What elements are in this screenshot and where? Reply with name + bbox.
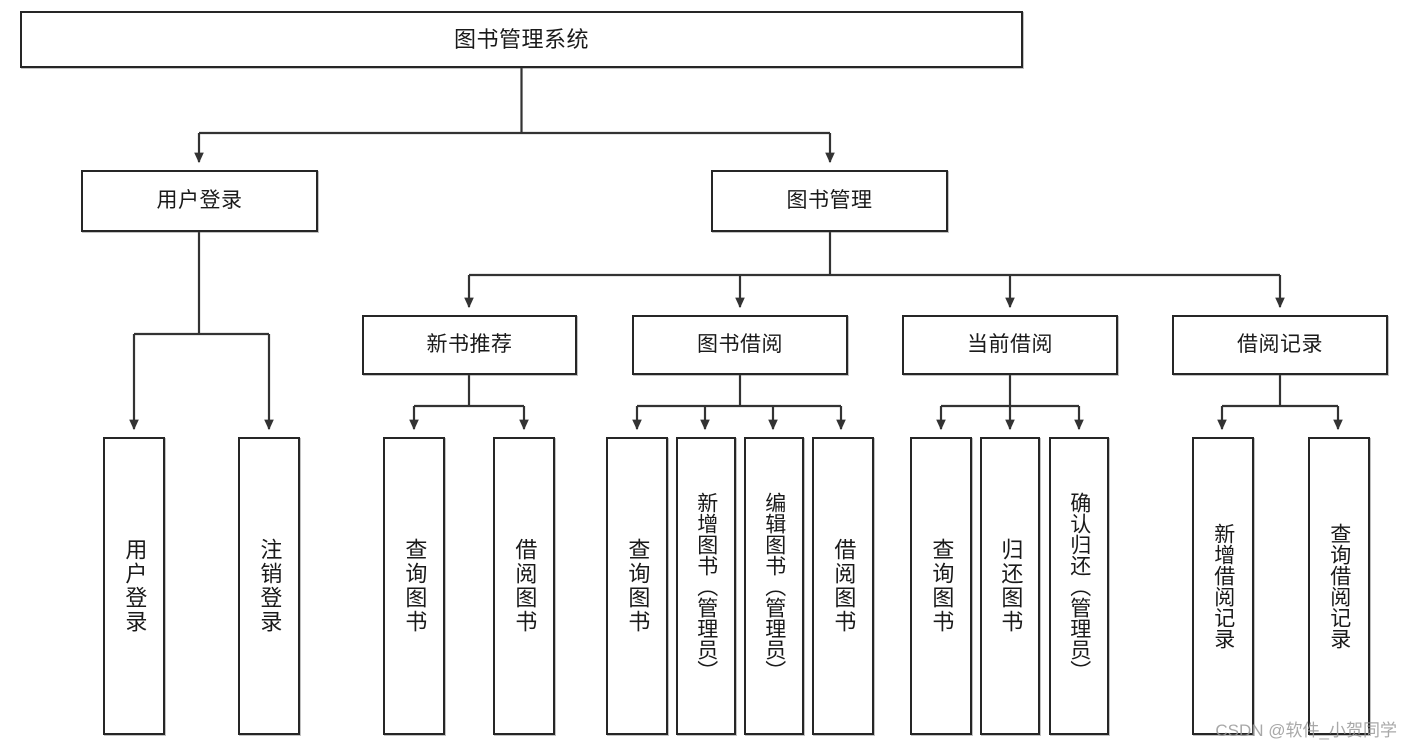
- leaf-add-book-admin[interactable]: 新增图书（管理员）: [676, 437, 736, 735]
- node-label: 图书管理系统: [453, 26, 589, 52]
- node-label: 查询图书: [625, 538, 651, 634]
- node-label: 编辑图书（管理员）: [762, 491, 786, 681]
- leaf-add-borrow-record[interactable]: 新增借阅记录: [1192, 437, 1254, 735]
- leaf-query-book-new[interactable]: 查询图书: [383, 437, 445, 735]
- node-current-borrow[interactable]: 当前借阅: [902, 315, 1118, 375]
- leaf-edit-book-admin[interactable]: 编辑图书（管理员）: [744, 437, 804, 735]
- node-label: 查询借阅记录: [1327, 523, 1351, 649]
- leaf-borrow-book[interactable]: 借阅图书: [812, 437, 874, 735]
- leaf-query-book-borrow[interactable]: 查询图书: [606, 437, 668, 735]
- node-label: 图书管理: [786, 188, 873, 212]
- node-label: 借阅图书: [831, 538, 857, 634]
- leaf-confirm-return-admin[interactable]: 确认归还（管理员）: [1049, 437, 1109, 735]
- node-label: 新增借阅记录: [1211, 523, 1235, 649]
- node-book-management[interactable]: 图书管理: [711, 170, 948, 232]
- node-label: 图书借阅: [697, 332, 783, 356]
- node-label: 新书推荐: [426, 332, 513, 356]
- node-label: 注销登录: [257, 538, 283, 634]
- leaf-user-login[interactable]: 用户登录: [103, 437, 165, 735]
- node-borrow-record[interactable]: 借阅记录: [1172, 315, 1388, 375]
- node-label: 当前借阅: [967, 332, 1053, 356]
- leaf-query-book-current[interactable]: 查询图书: [910, 437, 972, 735]
- node-book-borrow[interactable]: 图书借阅: [632, 315, 848, 375]
- leaf-query-borrow-record[interactable]: 查询借阅记录: [1308, 437, 1370, 735]
- leaf-logout[interactable]: 注销登录: [238, 437, 300, 735]
- node-label: 新增图书（管理员）: [694, 491, 718, 681]
- node-root-system[interactable]: 图书管理系统: [20, 11, 1023, 68]
- node-label: 用户登录: [156, 188, 243, 212]
- node-user-login[interactable]: 用户登录: [81, 170, 318, 232]
- node-label: 查询图书: [929, 538, 955, 634]
- node-label: 借阅记录: [1237, 332, 1323, 356]
- csdn-watermark: CSDN @软件_小贺同学: [1215, 721, 1397, 740]
- node-label: 查询图书: [402, 538, 428, 634]
- node-label: 确认归还（管理员）: [1067, 491, 1091, 681]
- node-label: 借阅图书: [512, 538, 538, 634]
- leaf-borrow-book-new[interactable]: 借阅图书: [493, 437, 555, 735]
- node-label: 用户登录: [122, 538, 148, 634]
- node-new-book-recommend[interactable]: 新书推荐: [362, 315, 577, 375]
- node-label: 归还图书: [998, 538, 1024, 634]
- leaf-return-book[interactable]: 归还图书: [980, 437, 1040, 735]
